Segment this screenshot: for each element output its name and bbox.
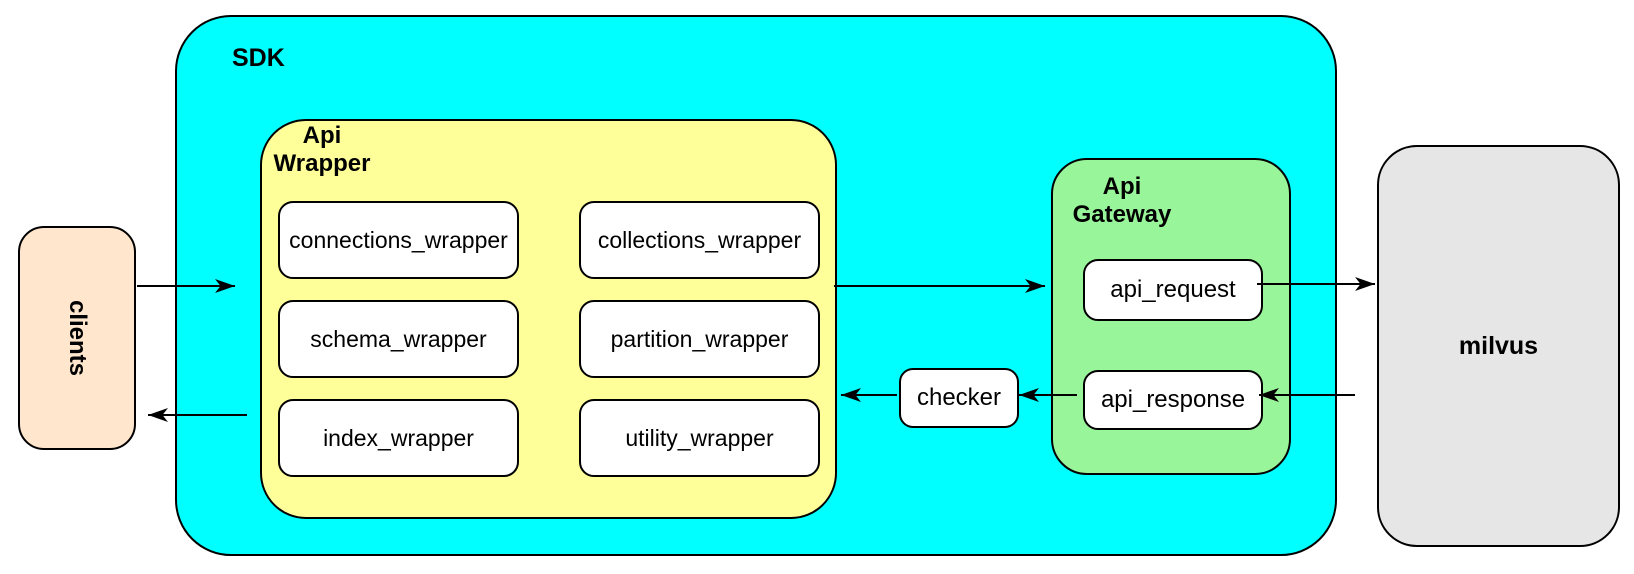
- milvus-node: milvus: [1377, 145, 1620, 547]
- index-wrapper-node: index_wrapper: [278, 399, 519, 477]
- clients-node: clients: [18, 226, 136, 450]
- api-response-node: api_response: [1083, 370, 1263, 430]
- api-wrapper-label-line2: Wrapper: [273, 150, 371, 177]
- api-gateway-label: Api Gateway: [1072, 173, 1172, 229]
- collections-wrapper-node: collections_wrapper: [579, 201, 820, 279]
- sdk-container: SDK Api Wrapper connections_wrapper coll…: [175, 15, 1337, 556]
- milvus-label: milvus: [1458, 331, 1539, 360]
- clients-label: clients: [64, 299, 91, 377]
- schema-wrapper-node: schema_wrapper: [278, 300, 519, 378]
- api-request-node: api_request: [1083, 259, 1263, 321]
- partition-wrapper-node: partition_wrapper: [579, 300, 820, 378]
- api-gateway-label-line2: Gateway: [1072, 201, 1172, 228]
- api-gateway-container: Api Gateway api_request api_response: [1051, 158, 1291, 475]
- api-gateway-label-line1: Api: [1102, 173, 1142, 200]
- api-wrapper-container: Api Wrapper connections_wrapper collecti…: [260, 119, 837, 519]
- wrapper-modules-grid: connections_wrapper collections_wrapper …: [278, 201, 820, 477]
- connections-wrapper-node: connections_wrapper: [278, 201, 519, 279]
- api-wrapper-label-line1: Api: [302, 122, 342, 149]
- sdk-label: SDK: [232, 44, 285, 72]
- utility-wrapper-node: utility_wrapper: [579, 399, 820, 477]
- checker-node: checker: [899, 368, 1019, 428]
- api-wrapper-label: Api Wrapper: [272, 122, 372, 178]
